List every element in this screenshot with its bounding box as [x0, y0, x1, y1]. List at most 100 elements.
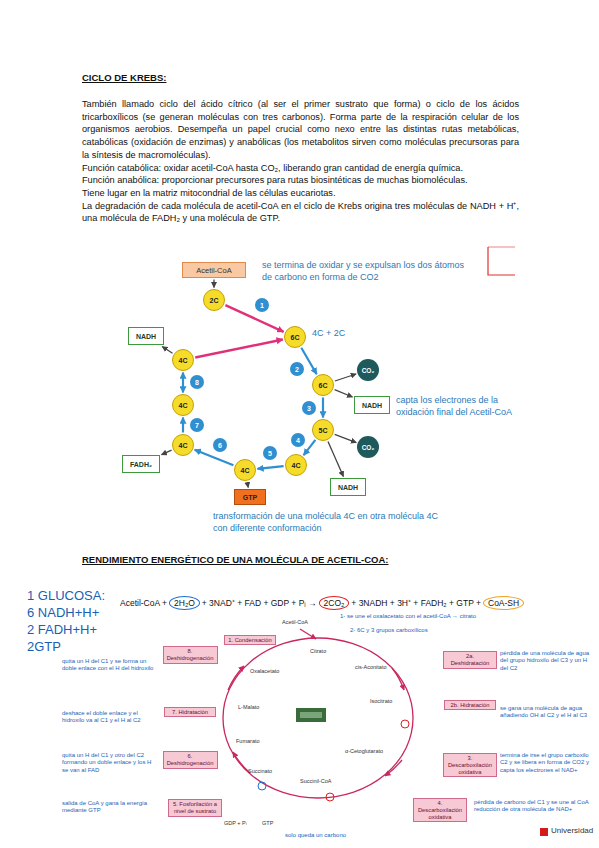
product-box: NADH	[330, 478, 366, 496]
step-number: 8	[190, 375, 204, 389]
step-number: 5	[263, 446, 277, 460]
node-text: 2a. Deshidratación	[446, 653, 494, 667]
cycle-arrow	[385, 760, 402, 776]
body-paragraph: Función catabólica: oxidar acetil-CoA ha…	[82, 162, 519, 175]
node-text: 3. Descarboxilación oxidativa	[446, 755, 494, 775]
callout-note: capta los electrones de la oxidación fin…	[396, 395, 521, 418]
enzyme-step-box: 1. Condensación	[224, 635, 276, 646]
enzyme-step-box: 2a. Deshidratación	[443, 651, 497, 669]
metabolite-name: Succinil-CoA	[300, 778, 331, 785]
summary-line: 2 FADH+H+	[27, 622, 97, 637]
step-number: 4	[291, 433, 305, 447]
cycle-connector	[247, 482, 249, 487]
centre-box	[296, 708, 326, 722]
step-note: 1- se une el oxalacetato con el acetil-C…	[340, 613, 540, 620]
cycle-connector	[225, 305, 283, 332]
carbon-circle: 6C	[284, 326, 306, 348]
metabolite-name: Citrato	[310, 648, 326, 655]
node-text: CO₂	[362, 444, 375, 451]
text-column: También llamado ciclo del ácido cítrico …	[82, 98, 519, 225]
cycle-connector	[162, 450, 172, 455]
enzyme-step-box: 5. Fosforilación a nivel de sustrato	[168, 799, 222, 817]
node-text: 2b. Hidratación	[451, 702, 490, 709]
cycle-ring	[223, 638, 413, 798]
product-box: NADH	[354, 396, 390, 414]
node-text: NADH	[362, 402, 382, 409]
metabolite-name: Fumarato	[236, 738, 260, 745]
step-number: 7	[190, 418, 204, 432]
cycle-arrow	[233, 752, 250, 773]
carbon-circle: 4C	[172, 434, 194, 456]
step-note: pérdida de una molécula de agua del grup…	[500, 650, 594, 672]
enzyme-step-box: 2b. Hidratación	[444, 700, 496, 711]
node-text: 4. Descarboxilación oxidativa	[416, 800, 464, 820]
corner-mark	[488, 247, 515, 248]
enzyme-step-box: 4. Descarboxilación oxidativa	[413, 798, 467, 822]
cycle-connector	[182, 418, 184, 433]
step-note: termina de irse el grupo carboxilo C2 y …	[500, 752, 594, 774]
cycle-connector	[335, 434, 357, 442]
node-text: 5C	[319, 427, 328, 434]
step-number: 3	[302, 401, 316, 415]
node-text: 1. Condensación	[228, 637, 272, 644]
equation-term: 2CO₂	[319, 596, 350, 610]
node-text: 4	[296, 437, 300, 444]
metabolite-name: Isocitrato	[370, 698, 392, 705]
corner-mark	[488, 247, 515, 275]
equation-term: Acetil-CoA +	[120, 598, 167, 608]
step-number: 2	[290, 362, 304, 376]
cofactor-name: GDP + Pᵢ	[224, 820, 247, 827]
callout-note: se termina de oxidar y se expulsan los d…	[262, 260, 467, 283]
node-text: 6. Deshidrogenación	[166, 753, 215, 767]
step-note: 2- 6C y 3 grupos carboxílicos	[350, 627, 428, 634]
node-text: 4C	[179, 442, 188, 449]
step-note: deshace el doble enlace y el hidroxilo v…	[62, 710, 158, 725]
section-heading: RENDIMIENTO ENERGÉTICO DE UNA MOLÉCULA D…	[82, 554, 388, 565]
cycle-connector	[162, 347, 172, 354]
node-text: 6	[218, 442, 222, 449]
callout-note: 4C + 2C	[312, 328, 345, 340]
node-text: 3	[307, 405, 311, 412]
body-paragraph: También llamado ciclo del ácido cítrico …	[82, 98, 519, 162]
logo-text: Universidad	[551, 826, 593, 835]
step-note: pérdida de carbono del C1 y se une al Co…	[474, 799, 594, 814]
cycle-connector	[328, 441, 343, 476]
page-title: CICLO DE KREBS:	[82, 72, 166, 83]
node-text: GTP	[243, 494, 257, 501]
cycle-connector	[335, 390, 353, 397]
logo-mark	[540, 828, 548, 836]
callout-note: transformación de una molécula 4C en otr…	[213, 511, 448, 534]
cycle-connector	[257, 466, 283, 469]
node-text: 4C	[179, 402, 188, 409]
enzyme-step-box: 7. Hidratación	[164, 707, 216, 718]
node-text: 8	[195, 379, 199, 386]
carbon-circle: 4C	[172, 394, 194, 416]
node-text: Acetil-CoA	[196, 266, 231, 275]
carbon-circle: 6C	[312, 374, 334, 396]
carbon-circle: 4C	[234, 459, 256, 481]
co2-circle: CO₂	[357, 436, 379, 458]
body-paragraph: La degradación de cada molécula de aceti…	[82, 200, 519, 225]
metabolite-name: L-Malato	[238, 704, 259, 711]
cycle-connector	[195, 340, 283, 358]
enzyme-step-box: 6. Deshidrogenación	[163, 751, 218, 769]
node-text: 7. Hidratación	[172, 709, 208, 716]
step-note: salida de CoA y gana la energía mediante…	[62, 800, 158, 815]
node-text: 4C	[179, 357, 188, 364]
node-text: 5. Fosforilación a nivel de sustrato	[171, 801, 219, 815]
cofactor-name: GTP	[262, 820, 273, 827]
node-text: 4C	[292, 462, 301, 469]
body-paragraph: Tiene lugar en la matriz mitocondrial de…	[82, 187, 519, 200]
step-note: quita un H del C1 y se forma un doble en…	[62, 658, 158, 673]
node-text: CO₂	[362, 367, 375, 374]
node-text: 2	[295, 366, 299, 373]
cycle-connector	[322, 398, 324, 418]
highlight-circle	[258, 782, 266, 790]
node-text: 6C	[319, 382, 328, 389]
equation-row: Acetil-CoA +2H₂O+ 3NAD⁺ + FAD + GDP + Pᵢ…	[120, 596, 524, 610]
entry-arrow	[300, 629, 316, 639]
cycle-arrow	[228, 666, 244, 690]
highlight-circle	[326, 793, 334, 801]
highlight-circle	[401, 720, 409, 728]
